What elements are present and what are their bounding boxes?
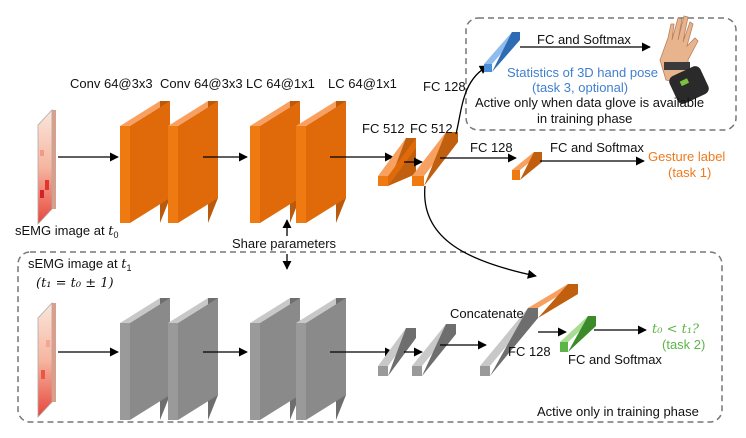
label-glove-note-1: Active only when data glove is available bbox=[475, 95, 704, 110]
label-hand-pose-1: Statistics of 3D hand pose bbox=[507, 65, 658, 80]
lc2-block bbox=[296, 101, 346, 223]
label-hand-pose-2: (task 3, optional) bbox=[532, 80, 628, 95]
fc512-a-block bbox=[378, 138, 416, 186]
label-fc512-a: FC 512 bbox=[362, 121, 405, 136]
label-conv2: Conv 64@3x3 bbox=[160, 76, 243, 91]
label-lc1: LC 64@1x1 bbox=[246, 76, 315, 91]
label-share-params: Share parameters bbox=[232, 236, 337, 251]
label-training-note: Active only in training phase bbox=[537, 404, 699, 419]
fc512-a-gray-block bbox=[378, 328, 416, 376]
label-semg-t1-eq: (t₁ = t₀ ± 1) bbox=[36, 276, 114, 291]
arrow-to-concatenate bbox=[424, 185, 537, 279]
fc128-gesture-block bbox=[512, 152, 542, 180]
semg-image-t1 bbox=[37, 301, 56, 419]
conv2-gray-block bbox=[168, 298, 218, 420]
glove-optional-box bbox=[465, 17, 737, 131]
label-fc128-top: FC 128 bbox=[423, 79, 466, 94]
conv1-gray-block bbox=[120, 298, 170, 420]
fc512-b-gray-block bbox=[412, 324, 456, 376]
label-fc128-bottom: FC 128 bbox=[508, 344, 551, 359]
lc1-gray-block bbox=[250, 298, 300, 420]
label-conv1: Conv 64@3x3 bbox=[70, 76, 153, 91]
conv1-block bbox=[120, 101, 170, 223]
label-fc-softmax-top: FC and Softmax bbox=[537, 32, 631, 47]
fc128-green-block bbox=[560, 316, 596, 352]
concatenate-block bbox=[480, 284, 578, 376]
label-semg-t1: sEMG image at t1 bbox=[28, 256, 131, 273]
semg-image-t0 bbox=[37, 108, 56, 226]
label-concatenate: Concatenate bbox=[450, 306, 524, 321]
label-semg-t1-var: t bbox=[121, 257, 127, 272]
lc2-gray-block bbox=[296, 298, 346, 420]
label-fc512-b: FC 512 bbox=[410, 121, 453, 136]
label-semg-t0-sub: 0 bbox=[113, 230, 118, 240]
label-fc-softmax-bottom: FC and Softmax bbox=[568, 352, 662, 367]
label-task2-cond: t₀ < t₁? bbox=[652, 322, 700, 337]
hand-with-data-glove-icon bbox=[659, 15, 709, 104]
fc128-pose-block bbox=[484, 32, 520, 72]
label-lc2: LC 64@1x1 bbox=[328, 76, 397, 91]
label-gesture-2: (task 1) bbox=[668, 165, 711, 180]
arrow-to-hand-pose bbox=[455, 65, 489, 135]
fc512-b-block bbox=[412, 132, 458, 186]
label-fc128-gesture: FC 128 bbox=[470, 140, 513, 155]
label-semg-t0-var: t bbox=[108, 224, 114, 239]
training-phase-box bbox=[17, 251, 723, 423]
label-semg-t1-prefix: sEMG image at bbox=[28, 256, 121, 271]
label-glove-note-2: in training phase bbox=[537, 111, 632, 126]
lc1-block bbox=[250, 101, 300, 223]
label-gesture-1: Gesture label bbox=[648, 149, 725, 164]
label-fc-softmax-gesture: FC and Softmax bbox=[550, 140, 644, 155]
conv2-block bbox=[168, 101, 218, 223]
label-semg-t1-sub: 1 bbox=[126, 263, 131, 273]
label-semg-t0-prefix: sEMG image at bbox=[15, 223, 108, 238]
label-semg-t0: sEMG image at t0 bbox=[15, 223, 118, 240]
label-task2: (task 2) bbox=[662, 337, 705, 352]
